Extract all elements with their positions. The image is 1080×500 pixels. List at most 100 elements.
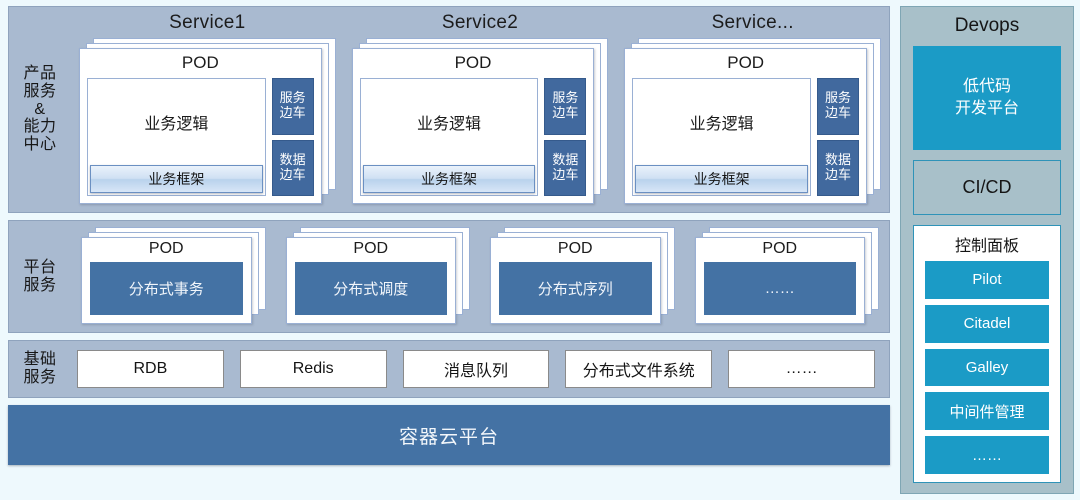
low-code-line: 开发平台: [954, 100, 1019, 117]
band-label-line: 平台: [23, 258, 57, 276]
sidecar-column: 服务 边车 数据 边车: [271, 78, 314, 196]
service-title: Service2: [441, 12, 519, 33]
platform-service-chip: ……: [703, 262, 856, 315]
platform-pod-column[interactable]: POD ……: [685, 221, 890, 332]
container-cloud-platform-bar[interactable]: 容器云平台: [8, 405, 890, 465]
pod-card[interactable]: POD 业务逻辑 业务框架 服务 边车: [79, 48, 322, 204]
control-panel-title: 控制面板: [954, 238, 1019, 255]
devops-title: Devops: [954, 15, 1020, 36]
service-column[interactable]: Service... POD 业务逻辑 业务框架: [616, 7, 889, 212]
pod-stack: POD 业务逻辑 业务框架 服务 边车: [351, 38, 609, 204]
sidecar-line: 数据: [825, 151, 852, 167]
pod-stack: POD 业务逻辑 业务框架 服务 边车: [79, 38, 336, 204]
pod-label: POD: [148, 240, 184, 257]
band-label-line: 服务: [23, 276, 57, 294]
platform-pod-column[interactable]: POD 分布式事务: [71, 221, 276, 332]
pod-card[interactable]: POD 分布式调度: [286, 237, 457, 324]
sidecar-line: 边车: [552, 105, 579, 121]
pod-stack: POD ……: [694, 227, 879, 324]
platform-service-chip: 分布式事务: [90, 262, 243, 315]
pod-label: POD: [557, 240, 593, 257]
sidecar-data: 数据 边车: [271, 139, 314, 196]
service-column[interactable]: Service1 POD 业务逻辑 业务框架: [71, 7, 344, 212]
sidecar-column: 服务 边车 数据 边车: [817, 78, 860, 196]
service-columns: Service1 POD 业务逻辑 业务框架: [71, 7, 889, 212]
business-logic-box: 业务逻辑: [417, 116, 482, 133]
pod-card[interactable]: POD 分布式事务: [81, 237, 252, 324]
band-label-line: &: [34, 100, 46, 118]
sidecar-column: 服务 边车 数据 边车: [544, 78, 587, 196]
sidecar-line: 边车: [279, 105, 306, 121]
band-label-product-services: 产品 服务 & 能力 中心: [9, 7, 71, 212]
business-container: 业务逻辑 业务框架: [359, 78, 539, 196]
pod-card[interactable]: POD 分布式序列: [490, 237, 661, 324]
pod-contents: 业务逻辑 业务框架 服务 边车 数据: [87, 78, 314, 196]
pod-contents: 业务逻辑 业务框架 服务 边车 数据: [632, 78, 860, 196]
sidecar-line: 边车: [825, 166, 852, 182]
platform-service-chip: 分布式序列: [499, 262, 652, 315]
band-label-line: 基础: [23, 351, 57, 369]
devops-panel: Devops 低代码 开发平台 CI/CD 控制面板 Pilot Citadel…: [900, 6, 1074, 494]
business-container: 业务逻辑 业务框架: [632, 78, 812, 196]
sidecar-line: 边车: [279, 166, 306, 182]
sidecar-service: 服务 边车: [271, 78, 314, 135]
basic-service-item[interactable]: Redis: [239, 350, 387, 388]
band-label-basic-services: 基础 服务: [9, 341, 71, 397]
business-logic-box: 业务逻辑: [144, 116, 209, 133]
band-label-platform-services: 平台 服务: [9, 221, 71, 332]
control-panel-item-galley[interactable]: Galley: [925, 348, 1049, 387]
sidecar-line: 服务: [279, 90, 306, 106]
cicd-card[interactable]: CI/CD: [913, 160, 1061, 215]
sidecar-line: 服务: [552, 90, 579, 106]
band-platform-services: 平台 服务 POD 分布式事务: [8, 220, 890, 333]
business-container: 业务逻辑 业务框架: [87, 78, 266, 196]
pod-stack: POD 分布式事务: [81, 227, 266, 324]
control-panel-list: Pilot Citadel Galley 中间件管理 ……: [925, 261, 1049, 474]
sidecar-service: 服务 边车: [544, 78, 587, 135]
basic-service-item[interactable]: 分布式文件系统: [565, 350, 713, 388]
sidecar-line: 数据: [552, 151, 579, 167]
platform-pod-column[interactable]: POD 分布式调度: [276, 221, 481, 332]
band-product-services: 产品 服务 & 能力 中心 Service1 POD: [8, 6, 890, 213]
business-framework-box: 业务框架: [90, 165, 263, 193]
low-code-platform-card[interactable]: 低代码 开发平台: [913, 46, 1061, 150]
sidecar-service: 服务 边车: [817, 78, 860, 135]
control-panel-item-more[interactable]: ……: [925, 436, 1049, 474]
pod-label: POD: [353, 240, 389, 257]
pod-label: POD: [181, 53, 219, 72]
band-label-line: 服务: [23, 82, 57, 100]
service-title: Service1: [169, 12, 246, 33]
platform-pod-column[interactable]: POD 分布式序列: [480, 221, 685, 332]
sidecar-data: 数据 边车: [544, 139, 587, 196]
basic-service-item[interactable]: 消息队列: [402, 350, 550, 388]
basic-service-item[interactable]: RDB: [77, 350, 224, 388]
basic-service-list: RDB Redis 消息队列 分布式文件系统 ……: [71, 341, 889, 397]
basic-service-item[interactable]: ……: [728, 350, 875, 388]
pod-stack: POD 分布式调度: [285, 227, 470, 324]
pod-label: POD: [727, 53, 765, 72]
control-panel-item-pilot[interactable]: Pilot: [925, 261, 1049, 299]
business-framework-box: 业务框架: [362, 165, 536, 193]
business-logic-box: 业务逻辑: [689, 116, 754, 133]
pod-stack: POD 业务逻辑 业务框架 服务 边车: [624, 38, 882, 204]
platform-service-chip: 分布式调度: [294, 262, 447, 315]
service-title: Service...: [711, 12, 794, 33]
pod-label: POD: [454, 53, 492, 72]
pod-card[interactable]: POD 业务逻辑 业务框架 服务 边车: [352, 48, 595, 204]
pod-contents: 业务逻辑 业务框架 服务 边车 数据: [359, 78, 587, 196]
main-stack: 产品 服务 & 能力 中心 Service1 POD: [8, 6, 890, 494]
service-column[interactable]: Service2 POD 业务逻辑 业务框架: [344, 7, 617, 212]
pod-card[interactable]: POD ……: [695, 237, 866, 324]
sidecar-line: 边车: [552, 166, 579, 182]
band-label-line: 产品: [23, 64, 57, 82]
sidecar-data: 数据 边车: [817, 139, 860, 196]
band-label-line: 服务: [23, 369, 57, 386]
control-panel-item-citadel[interactable]: Citadel: [925, 304, 1049, 343]
low-code-line: 低代码: [962, 78, 1011, 96]
band-label-line: 中心: [23, 136, 57, 154]
platform-pod-columns: POD 分布式事务 POD 分布式调度: [71, 221, 889, 332]
band-basic-services: 基础 服务 RDB Redis 消息队列 分布式文件系统 ……: [8, 340, 890, 398]
control-panel-item-middleware[interactable]: 中间件管理: [925, 392, 1049, 431]
pod-card[interactable]: POD 业务逻辑 业务框架 服务 边车: [624, 48, 867, 204]
